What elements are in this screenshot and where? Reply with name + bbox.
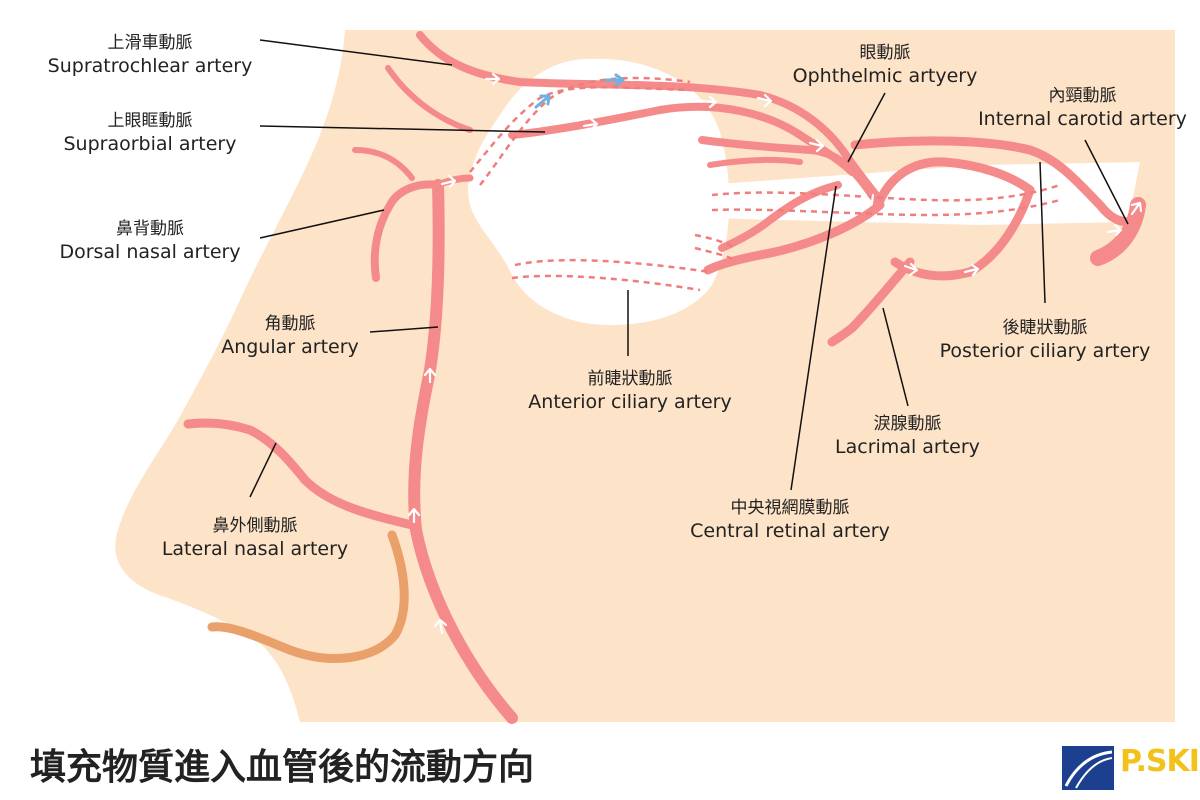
flow-arrow-icon — [604, 73, 625, 87]
supratrochlear-vessel — [416, 31, 884, 204]
eye-orbit — [468, 58, 730, 325]
label-lacrimal-en: Lacrimal artery — [835, 436, 980, 458]
leader-angular — [369, 326, 439, 333]
dashed-lower-orbit-1 — [514, 258, 711, 274]
supratrochlear-branch — [385, 65, 473, 133]
label-lateral-nasal-zh: 鼻外側動脈 — [212, 516, 298, 536]
label-anterior-ciliary-zh: 前睫狀動脈 — [587, 369, 673, 389]
dashed-supra-upper — [479, 76, 691, 186]
label-posterior-ciliary: 後睫狀動脈 Posterior ciliary artery — [925, 317, 1165, 363]
lacrimal-vessel — [827, 257, 915, 347]
dashed-orbit-right-2 — [694, 246, 736, 262]
label-lateral-nasal: 鼻外側動脈 Lateral nasal artery — [145, 515, 365, 561]
internal-carotid-vessel — [1090, 197, 1146, 266]
flow-arrows — [407, 72, 1143, 635]
angular-artery-vessel — [408, 179, 518, 724]
logo-text: P.SKIN — [1120, 744, 1200, 779]
central-retinal-vessel — [718, 181, 842, 252]
label-posterior-ciliary-zh: 後睫狀動脈 — [1002, 318, 1088, 338]
posterior-ciliary-vessel — [873, 157, 1035, 281]
flow-arrows-blue — [534, 73, 625, 109]
label-supraorbial-en: Supraorbial artery — [63, 133, 237, 155]
leader-lacrimal — [882, 307, 909, 407]
label-central-retinal: 中央視網膜動脈 Central retinal artery — [670, 497, 910, 543]
dashed-orbit-right-1 — [694, 233, 736, 250]
label-anterior-ciliary-en: Anterior ciliary artery — [528, 391, 732, 413]
leader-supraorbial — [259, 125, 546, 133]
label-angular: 角動脈 Angular artery — [200, 313, 380, 359]
flow-arrow-icon — [423, 367, 437, 384]
label-internal-carotid-en: Internal carotid artery — [978, 108, 1187, 130]
ophthalmic-branch-1 — [707, 156, 803, 168]
flow-arrow-icon — [484, 72, 501, 86]
diagram-caption: 填充物質進入血管後的流動方向 — [30, 747, 535, 788]
leader-dorsal-nasal — [259, 209, 385, 239]
dashed-nerve-lower — [711, 198, 1061, 217]
dashed-nerve-upper — [711, 183, 1061, 202]
leader-internal-carotid — [1084, 139, 1129, 225]
ophthalmic-vessel — [698, 136, 882, 209]
leader-posterior-ciliary — [1039, 161, 1046, 304]
label-angular-en: Angular artery — [221, 336, 359, 358]
logo-swoosh — [1064, 750, 1113, 787]
label-supratrochlear-zh: 上滑車動脈 — [107, 33, 193, 53]
label-supraorbial: 上眼眶動脈 Supraorbial artery — [40, 110, 260, 156]
ophthalmic-to-carotid — [850, 136, 1140, 227]
label-supratrochlear-en: Supratrochlear artery — [47, 55, 253, 77]
flow-arrow-icon — [407, 507, 421, 524]
flow-arrow-icon — [582, 117, 599, 131]
flow-arrow-icon — [861, 190, 875, 205]
label-lacrimal-zh: 淚腺動脈 — [873, 414, 942, 434]
label-central-retinal-zh: 中央視網膜動脈 — [730, 498, 850, 518]
dashed-vessels — [469, 76, 1061, 292]
label-supratrochlear: 上滑車動脈 Supratrochlear artery — [40, 32, 260, 78]
dashed-supra-lower — [469, 85, 691, 173]
anterior-ciliary-vessel — [703, 200, 885, 275]
leader-central-retinal — [790, 185, 837, 491]
leader-supratrochlear — [259, 39, 453, 66]
label-dorsal-nasal-zh: 鼻背動脈 — [116, 219, 184, 239]
dashed-lower-orbit-2 — [511, 274, 701, 292]
nostril — [207, 530, 409, 663]
label-ophthelmic-en: Ophthelmic artyery — [792, 65, 978, 87]
label-dorsal-nasal: 鼻背動脈 Dorsal nasal artery — [40, 218, 260, 264]
leader-lines — [249, 39, 1129, 498]
flow-arrow-icon — [534, 94, 551, 109]
flow-arrow-icon — [701, 95, 718, 109]
flow-arrow-icon — [440, 174, 457, 189]
label-central-retinal-en: Central retinal artery — [690, 520, 890, 542]
label-ophthelmic: 眼動脈 Ophthelmic artyery — [780, 42, 990, 88]
flow-arrow-icon — [756, 93, 773, 108]
flow-arrow-icon — [963, 263, 980, 277]
label-dorsal-nasal-en: Dorsal nasal artery — [59, 241, 241, 263]
logo-swoosh-2 — [1075, 757, 1113, 789]
label-lateral-nasal-en: Lateral nasal artery — [161, 538, 349, 560]
flow-arrow-icon — [1130, 201, 1143, 216]
label-ophthelmic-zh: 眼動脈 — [859, 43, 911, 63]
dorsal-nasal-vessel — [370, 180, 442, 282]
flow-arrow-icon — [433, 618, 448, 635]
label-anterior-ciliary: 前睫狀動脈 Anterior ciliary artery — [515, 368, 745, 414]
label-internal-carotid-zh: 內頸動脈 — [1048, 86, 1117, 106]
label-posterior-ciliary-en: Posterior ciliary artery — [939, 340, 1151, 362]
lateral-nasal-vessel — [183, 418, 417, 530]
logo-icon — [1062, 746, 1114, 790]
label-internal-carotid: 內頸動脈 Internal carotid artery — [970, 85, 1195, 131]
leader-lateral-nasal — [249, 442, 277, 498]
leader-ophthelmic — [847, 92, 886, 163]
flow-arrow-icon — [903, 262, 919, 277]
flow-arrow-icon — [808, 138, 825, 153]
label-supraorbial-zh: 上眼眶動脈 — [107, 111, 193, 131]
label-angular-zh: 角動脈 — [264, 314, 316, 334]
dorsal-nasal-branch — [352, 147, 415, 181]
label-lacrimal: 淚腺動脈 Lacrimal artery — [815, 413, 1000, 459]
flow-arrow-icon — [1106, 223, 1123, 237]
optic-nerve — [705, 162, 1140, 225]
